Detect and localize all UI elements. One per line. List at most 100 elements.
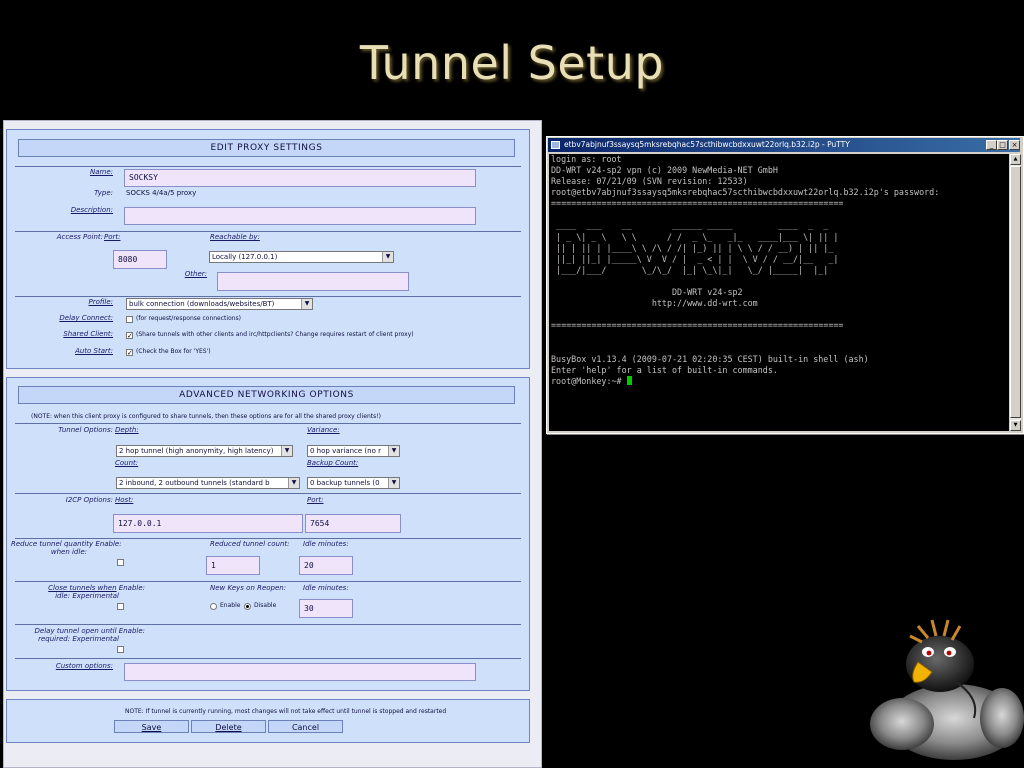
new-keys-label: New Keys on Reopen: [210, 584, 287, 592]
footer-frame: NOTE: If tunnel is currently running, mo… [6, 699, 530, 743]
reachable-by-select[interactable]: Locally (127.0.0.1) ▼ [209, 251, 394, 263]
proxy-settings-panel: EDIT PROXY SETTINGS Name: SOCKSY Type: S… [3, 120, 542, 768]
auto-start-checkbox[interactable]: ✓ [126, 349, 133, 357]
putty-title: etbv7abjnuf3ssaysq5mksrebqhac57scthibwcb… [564, 140, 850, 149]
putty-titlebar[interactable]: etbv7abjnuf3ssaysq5mksrebqhac57scthibwcb… [548, 138, 1020, 152]
type-value: SOCKS 4/4a/5 proxy [126, 189, 197, 197]
delay-open-checkbox[interactable] [117, 646, 124, 653]
terminal-prompt-line: root@Monkey:~# [549, 375, 1009, 387]
auto-start-label: Auto Start: [75, 347, 113, 355]
host-input[interactable]: 127.0.0.1 [113, 514, 303, 533]
auto-start-note: (Check the Box for 'YES') [136, 348, 211, 355]
delay-open-experimental-label: Experimental [72, 635, 119, 643]
close-icon[interactable]: × [1009, 140, 1020, 150]
tunnel-options-label: Tunnel Options: [58, 426, 113, 434]
depth-value: 2 hop tunnel (high anonymity, high laten… [119, 447, 274, 455]
idle-minutes-label: Idle minutes: [303, 540, 349, 548]
port-label: Port: [104, 233, 121, 241]
profile-select[interactable]: bulk connection (downloads/websites/BT) … [126, 298, 313, 310]
footer-note: NOTE: If tunnel is currently running, mo… [125, 708, 447, 715]
new-keys-enable-radio[interactable] [210, 603, 217, 610]
description-label: Description: [70, 206, 113, 214]
shared-tunnel-note: (NOTE: when this client proxy is configu… [31, 413, 381, 420]
chevron-down-icon[interactable]: ▼ [301, 299, 312, 309]
save-label: Save [141, 723, 162, 732]
backup-count-label: Backup Count: [307, 459, 359, 467]
close-tunnels-label: Close tunnels when [48, 584, 117, 592]
terminal-screen[interactable]: login as: root DD-WRT v24-sp2 vpn (c) 20… [549, 154, 1009, 431]
scroll-up-icon[interactable]: ▲ [1010, 154, 1021, 165]
terminal-cursor [626, 375, 632, 385]
maximize-icon[interactable]: □ [997, 140, 1008, 150]
description-input[interactable] [124, 207, 476, 225]
port-input[interactable]: 8080 [113, 250, 167, 269]
chevron-down-icon[interactable]: ▼ [388, 478, 399, 488]
count-label: Count: [115, 459, 139, 467]
advanced-networking-frame: ADVANCED NETWORKING OPTIONS (NOTE: when … [6, 377, 530, 691]
type-label: Type: [94, 189, 113, 197]
new-keys-disable-radio[interactable] [244, 603, 251, 610]
cancel-label: Cancel [291, 723, 320, 732]
backup-count-select[interactable]: 0 backup tunnels (0 ▼ [307, 477, 400, 489]
backup-count-value: 0 backup tunnels (0 [310, 479, 380, 487]
host-label: Host: [115, 496, 134, 504]
cancel-button[interactable]: Cancel [268, 720, 343, 733]
close-enable-checkbox[interactable] [117, 603, 124, 610]
reduce-quantity-label-group: Reduce tunnel quantity Enable: when idle… [11, 540, 122, 556]
chevron-down-icon[interactable]: ▼ [382, 252, 393, 262]
delay-open-label: Delay tunnel open until [34, 627, 117, 635]
delay-open-label-group: Delay tunnel open until Enable: required… [11, 627, 145, 643]
delay-connect-note: (for request/response connections) [136, 315, 242, 322]
shared-client-checkbox[interactable]: ✓ [126, 332, 133, 340]
variance-label: Variance: [307, 426, 340, 434]
divider [15, 538, 521, 539]
reduce-enable-checkbox[interactable] [117, 559, 124, 566]
close-enable-label: Enable: [118, 584, 145, 592]
close-idle-label: idle: [55, 592, 71, 600]
reduced-count-input[interactable]: 1 [206, 556, 260, 575]
close-tunnels-label-group: Close tunnels when Enable: idle: Experim… [11, 584, 145, 600]
name-label: Name: [89, 168, 113, 176]
name-input[interactable]: SOCKSY [124, 169, 476, 187]
putty-app-icon [551, 141, 560, 149]
divider [15, 624, 521, 625]
new-keys-enable-label: Enable [220, 602, 241, 609]
close-idle-minutes-input[interactable]: 30 [299, 599, 353, 618]
delay-open-required-label: required: [38, 635, 71, 643]
terminal-banner: DD-WRT v24-sp2 http://www.dd-wrt.com ===… [551, 287, 844, 331]
save-button[interactable]: Save [114, 720, 189, 733]
terminal-scrollbar[interactable]: ▲ ▼ [1010, 154, 1021, 431]
reduce-enable-label: Enable: [95, 540, 122, 548]
variance-value: 0 hop variance (no r [310, 447, 381, 455]
slide-title: Tunnel Setup [359, 36, 665, 90]
delay-open-enable-label: Enable: [118, 627, 145, 635]
access-point-label: Access Point: [56, 233, 103, 241]
shared-client-label: Shared Client: [63, 330, 113, 338]
chevron-down-icon[interactable]: ▼ [288, 478, 299, 488]
delay-connect-checkbox[interactable] [126, 316, 133, 323]
scroll-down-icon[interactable]: ▼ [1010, 420, 1021, 431]
other-input[interactable] [217, 272, 409, 291]
custom-options-input[interactable] [124, 663, 476, 681]
new-keys-disable-label: Disable [254, 602, 277, 609]
minimize-icon[interactable]: _ [986, 140, 997, 150]
reduce-when-idle-label: when idle: [50, 548, 87, 556]
profile-value: bulk connection (downloads/websites/BT) [129, 300, 275, 308]
i2cp-port-input[interactable]: 7654 [305, 514, 401, 533]
divider [15, 423, 521, 424]
terminal-prompt: root@Monkey:~# [551, 375, 627, 386]
chevron-down-icon[interactable]: ▼ [281, 446, 292, 456]
edit-proxy-header: EDIT PROXY SETTINGS [18, 139, 515, 157]
count-select[interactable]: 2 inbound, 2 outbound tunnels (standard … [116, 477, 300, 489]
terminal-ascii-logo: ____ ___ __ ______ _____ ____ _ _ | _ \|… [556, 220, 839, 275]
depth-select[interactable]: 2 hop tunnel (high anonymity, high laten… [116, 445, 293, 457]
idle-minutes-input[interactable]: 20 [299, 556, 353, 575]
advanced-networking-header: ADVANCED NETWORKING OPTIONS [18, 386, 515, 404]
scroll-thumb[interactable] [1010, 166, 1021, 418]
i2cp-port-label: Port: [307, 496, 324, 504]
delete-button[interactable]: Delete [191, 720, 266, 733]
terminal-busybox-output: BusyBox v1.13.4 (2009-07-21 02:20:35 CES… [551, 353, 869, 375]
chevron-down-icon[interactable]: ▼ [388, 446, 399, 456]
variance-select[interactable]: 0 hop variance (no r ▼ [307, 445, 400, 457]
divider [15, 581, 521, 582]
